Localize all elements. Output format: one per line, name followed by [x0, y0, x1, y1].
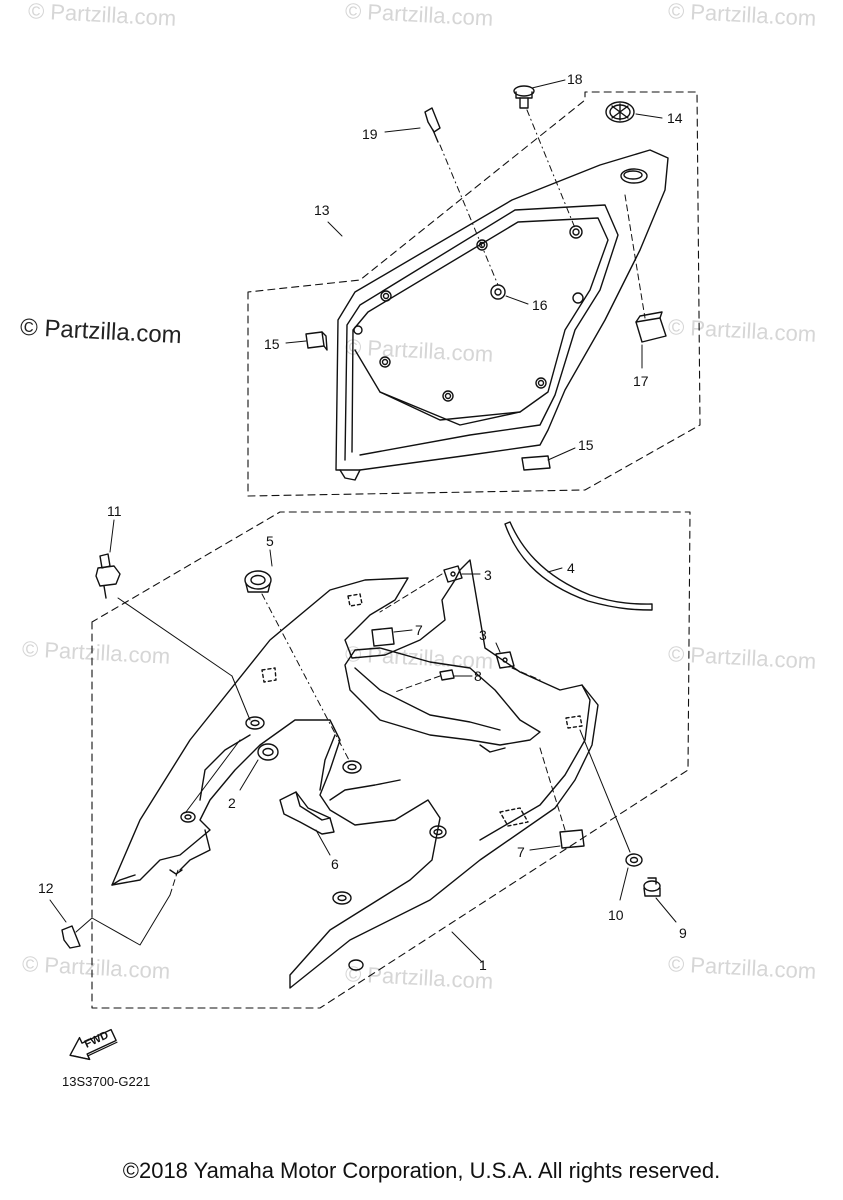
grommet-part-5 [244, 570, 272, 593]
washer-part-10 [625, 853, 643, 867]
callout-8[interactable]: 8 [474, 668, 482, 684]
lower-assembly-boundary [91, 511, 691, 1009]
callout-17[interactable]: 17 [633, 373, 649, 389]
pad-part-7-upper [371, 627, 395, 647]
pad-part-7-lower [559, 829, 585, 849]
callout-2[interactable]: 2 [228, 795, 236, 811]
grommet-part-2 [257, 743, 279, 761]
fwd-arrow-icon [69, 1028, 118, 1061]
callout-12[interactable]: 12 [38, 880, 54, 896]
callout-7a[interactable]: 7 [415, 622, 423, 638]
callout-7b[interactable]: 7 [517, 844, 525, 860]
grommet-part-16 [490, 284, 506, 300]
callout-19[interactable]: 19 [362, 126, 378, 142]
bolt-part-9 [643, 877, 661, 897]
callout-6[interactable]: 6 [331, 856, 339, 872]
callout-5[interactable]: 5 [266, 533, 274, 549]
copyright-notice: ©2018 Yamaha Motor Corporation, U.S.A. A… [122, 1158, 721, 1183]
callout-3a[interactable]: 3 [484, 567, 492, 583]
cap-part-14 [605, 101, 635, 123]
callout-15a[interactable]: 15 [264, 336, 280, 352]
pad-part-17 [635, 311, 667, 343]
callout-9[interactable]: 9 [679, 925, 687, 941]
side-cover-part-1 [111, 559, 599, 989]
inner-panel-part-8 [344, 647, 541, 753]
diagram-code: 13S3700-G221 [62, 1074, 151, 1089]
bolt-part-18 [513, 85, 535, 109]
nut-part-3-lower [495, 651, 515, 669]
trim-strip-part-4 [504, 521, 653, 611]
rivet-part-12 [61, 925, 81, 949]
callout-10[interactable]: 10 [608, 907, 624, 923]
callout-13[interactable]: 13 [314, 202, 330, 218]
tab-part-8 [439, 669, 455, 681]
upper-assembly-boundary [247, 91, 701, 497]
seat-cowl-part-13 [335, 149, 669, 481]
callout-14[interactable]: 14 [667, 110, 683, 126]
nut-part-3-upper [443, 565, 463, 583]
duct-part-6 [279, 791, 335, 835]
callout-3b[interactable]: 3 [479, 627, 487, 643]
callout-18[interactable]: 18 [567, 71, 583, 87]
callout-15b[interactable]: 15 [578, 437, 594, 453]
pad-part-15-lower [521, 455, 551, 471]
rivet-part-19 [424, 107, 441, 143]
callout-1[interactable]: 1 [479, 957, 487, 973]
screw-part-11 [95, 553, 121, 599]
callout-11[interactable]: 11 [107, 503, 122, 519]
callout-4[interactable]: 4 [567, 560, 575, 576]
pad-part-15-upper [305, 331, 328, 351]
callout-16[interactable]: 16 [532, 297, 548, 313]
